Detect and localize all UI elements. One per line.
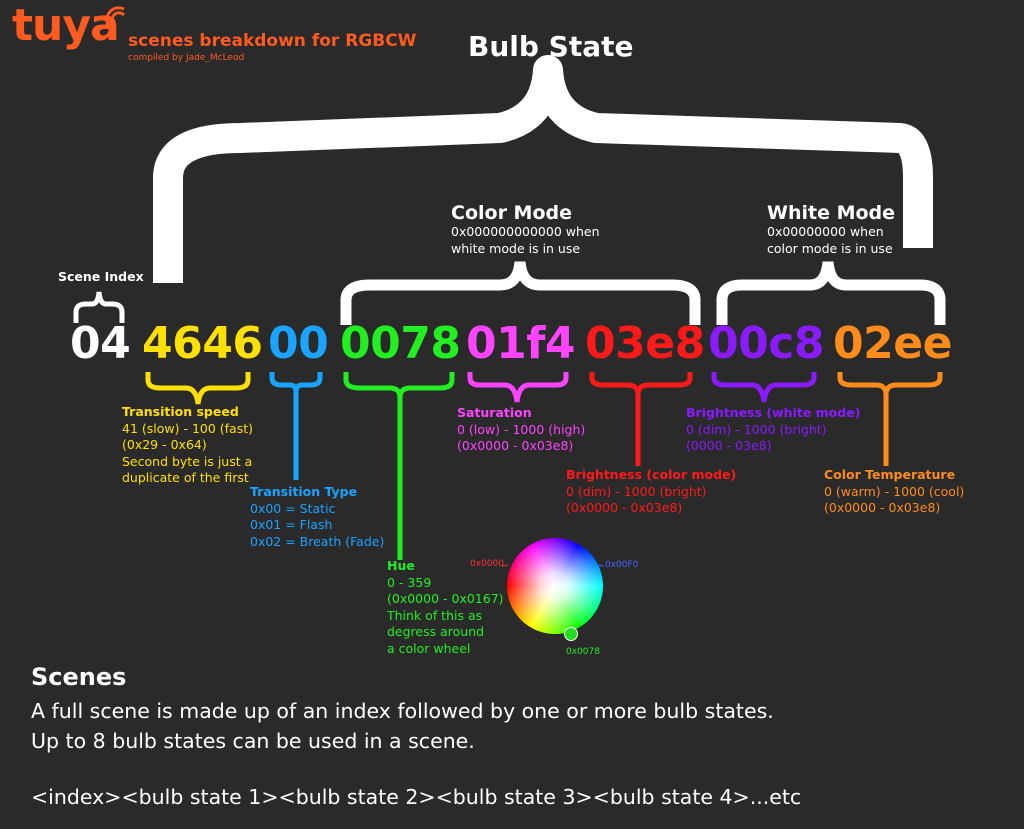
- scenes-line-3: <index><bulb state 1><bulb state 2><bulb…: [31, 785, 802, 809]
- hex-hue: 0078: [340, 318, 461, 369]
- scenes-line-2: Up to 8 bulb states can be used in a sce…: [31, 729, 475, 753]
- transition-speed-line: 41 (slow) - 100 (fast): [122, 420, 254, 436]
- white-mode-block: White Mode 0x00000000 when color mode is…: [767, 202, 895, 257]
- brightness-color-desc: Brightness (color mode) 0 (dim) - 1000 (…: [566, 467, 736, 517]
- wheel-label-red: 0x0000: [470, 559, 504, 569]
- hex-index: 04: [70, 318, 131, 369]
- hex-saturation: 01f4: [466, 318, 576, 369]
- hex-speed: 4646: [142, 318, 263, 369]
- color-mode-block: Color Mode 0x000000000000 when white mod…: [451, 202, 600, 257]
- transition-type-line: 0x01 = Flash: [250, 517, 333, 532]
- transition-speed-line: (0x29 - 0x64): [122, 437, 207, 452]
- wbright-brace: [711, 372, 817, 403]
- color-temp-line: (0x0000 - 0x03e8): [824, 500, 941, 515]
- temp-brace: [837, 372, 943, 466]
- hue-line: a color wheel: [387, 640, 471, 656]
- hue-marker-dot: [564, 627, 578, 641]
- white-mode-note-1: 0x00000000 when: [767, 224, 884, 239]
- tuya-logo: tuya: [12, 0, 120, 51]
- brightness-white-line: (0000 - 03e8): [686, 438, 772, 453]
- hue-brace: [343, 372, 455, 560]
- brightness-color-line: (0x0000 - 0x03e8): [566, 500, 683, 515]
- white-mode-brace: [716, 261, 946, 325]
- saturation-title: Saturation: [457, 405, 532, 420]
- brightness-white-line: 0 (dim) - 1000 (bright): [686, 421, 827, 437]
- type-brace: [269, 372, 323, 480]
- white-mode-note-2: color mode is in use: [767, 240, 893, 256]
- transition-type-title: Transition Type: [250, 484, 358, 499]
- wheel-label-green: 0x0078: [566, 647, 600, 657]
- saturation-desc: Saturation 0 (low) - 1000 (high) (0x0000…: [457, 405, 585, 455]
- transition-speed-line: duplicate of the first: [122, 470, 249, 485]
- wheel-label-blue: 0x00F0: [605, 560, 639, 570]
- brightness-color-line: 0 (dim) - 1000 (bright): [566, 483, 707, 499]
- white-mode-title: White Mode: [767, 202, 896, 224]
- wifi-icon: [105, 6, 126, 27]
- hue-line: Think of this as: [387, 607, 483, 623]
- speed-brace: [145, 372, 251, 405]
- color-mode-brace: [340, 261, 701, 325]
- hex-brightness-white: 00c8: [708, 318, 824, 369]
- hex-color-temp: 02ee: [833, 318, 952, 369]
- color-mode-note-1: 0x000000000000 when: [451, 224, 600, 239]
- transition-speed-title: Transition speed: [122, 404, 239, 419]
- color-temp-line: 0 (warm) - 1000 (cool): [824, 483, 965, 499]
- hue-title: Hue: [387, 558, 415, 573]
- bulb-state-title: Bulb State: [468, 30, 634, 63]
- color-temp-desc: Color Temperature 0 (warm) - 1000 (cool)…: [824, 467, 964, 517]
- color-temp-title: Color Temperature: [824, 467, 956, 482]
- scene-index-label: Scene Index: [58, 269, 144, 284]
- color-mode-note-2: white mode is in use: [451, 240, 581, 256]
- scenes-title: Scenes: [31, 663, 127, 691]
- sat-brace: [467, 372, 569, 403]
- hue-desc: Hue 0 - 359 (0x0000 - 0x0167) Think of t…: [387, 558, 504, 657]
- bulb-state-brace: [153, 55, 933, 283]
- hex-brightness-color: 03e8: [585, 318, 705, 369]
- saturation-line: (0x0000 - 0x03e8): [457, 438, 574, 453]
- hue-line: (0x0000 - 0x0167): [387, 591, 504, 606]
- brightness-white-title: Brightness (white mode): [686, 405, 861, 420]
- bright-brace: [589, 372, 693, 466]
- color-wheel: [507, 538, 603, 634]
- hue-line: degress around: [387, 624, 485, 639]
- transition-type-desc: Transition Type 0x00 = Static 0x01 = Fla…: [250, 484, 384, 550]
- transition-speed-line: Second byte is just a: [122, 453, 253, 469]
- scenes-line-1: A full scene is made up of an index foll…: [31, 699, 774, 723]
- color-mode-title: Color Mode: [451, 202, 572, 224]
- transition-speed-desc: Transition speed 41 (slow) - 100 (fast) …: [122, 404, 253, 487]
- brightness-color-title: Brightness (color mode): [566, 467, 737, 482]
- credit-line: compiled by Jade_McLeod: [128, 53, 245, 63]
- hue-line: 0 - 359: [387, 574, 432, 590]
- scene-index-brace: [73, 291, 125, 323]
- saturation-line: 0 (low) - 1000 (high): [457, 421, 586, 437]
- transition-type-line: 0x02 = Breath (Fade): [250, 533, 385, 549]
- page-subtitle: scenes breakdown for RGBCW: [128, 31, 417, 51]
- hex-type: 00: [268, 318, 329, 369]
- brightness-white-desc: Brightness (white mode) 0 (dim) - 1000 (…: [686, 405, 860, 455]
- transition-type-line: 0x00 = Static: [250, 500, 336, 516]
